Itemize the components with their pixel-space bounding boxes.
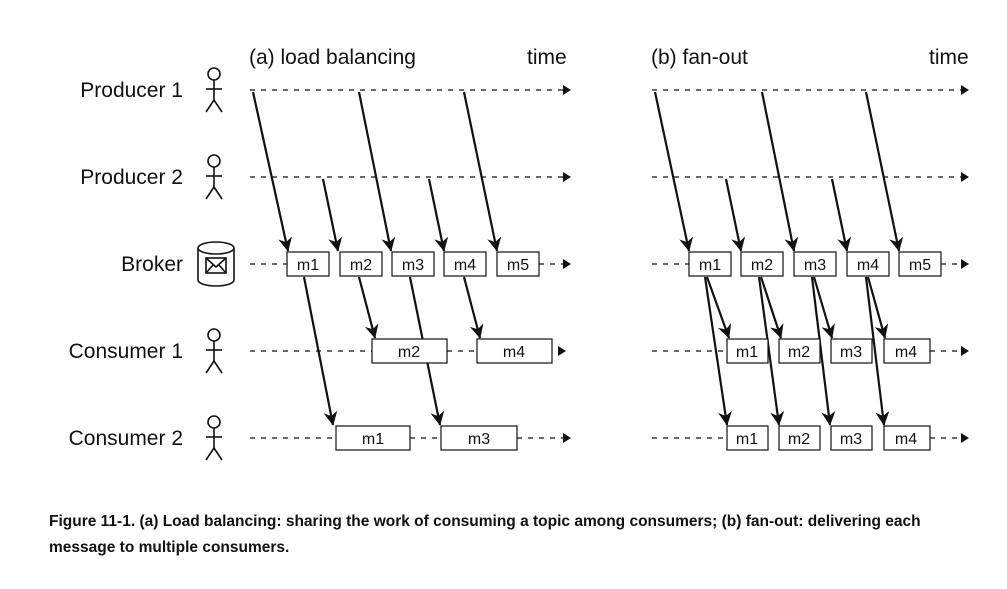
arrow-producer2-to-m4 [427, 178, 449, 252]
timeline-producer-1 [250, 85, 571, 95]
svg-text:m4: m4 [895, 431, 917, 448]
svg-text:m5: m5 [909, 257, 931, 274]
message-box: m4 [443, 251, 487, 277]
panel-b-consumer2-messages: m1 m2 m3 m4 [726, 425, 931, 451]
message-box: m1 [688, 251, 732, 277]
svg-text:m3: m3 [804, 257, 826, 274]
arrow-producer1-to-m5 [462, 91, 502, 252]
arrow-m2-to-consumer2 [757, 276, 785, 426]
panel-b-title: (b) fan-out [651, 46, 748, 69]
message-box: m4 [883, 338, 931, 364]
svg-text:m4: m4 [895, 344, 917, 361]
message-box: m3 [830, 425, 873, 451]
arrow-m3-to-consumer1 [812, 276, 835, 339]
arrow-producer1-to-m5 [864, 91, 904, 252]
stick-figure-icon [205, 154, 223, 200]
message-box: m3 [391, 251, 435, 277]
message-box: m2 [371, 338, 448, 364]
svg-text:m3: m3 [840, 431, 862, 448]
message-box: m3 [830, 338, 873, 364]
timeline-consumer-1 [652, 346, 969, 356]
svg-text:m2: m2 [788, 344, 810, 361]
panel-b: m1 m2 m3 m4 m5 m1 [652, 85, 969, 451]
arrow-producer1-to-m3 [357, 91, 396, 252]
svg-text:m4: m4 [454, 257, 476, 274]
arrow-m1-to-consumer1 [705, 276, 732, 339]
stick-figure-icon [205, 67, 223, 113]
message-box: m1 [726, 338, 769, 364]
arrow-producer2-to-m4 [830, 178, 852, 252]
message-box: m3 [440, 425, 518, 451]
stick-figure-icon [205, 415, 223, 461]
panel-a-consumer1-messages: m2 m4 [371, 338, 553, 364]
arrow-m4-to-consumer1 [866, 276, 889, 339]
panel-a: m1 m2 m3 m4 m5 m2 [250, 85, 571, 451]
arrow-m1-to-consumer2 [302, 276, 338, 426]
timeline-consumer-2 [250, 433, 571, 443]
svg-text:m2: m2 [751, 257, 773, 274]
arrow-m4-to-consumer2 [864, 276, 890, 426]
svg-text:m1: m1 [736, 344, 758, 361]
svg-text:m4: m4 [503, 344, 525, 361]
timeline-broker [652, 259, 969, 269]
message-box: m2 [778, 338, 821, 364]
stick-figure-icon [205, 328, 223, 374]
svg-text:m1: m1 [699, 257, 721, 274]
message-box: m4 [883, 425, 931, 451]
svg-text:m3: m3 [402, 257, 424, 274]
row-label-consumer-2: Consumer 2 [69, 427, 183, 450]
svg-text:m1: m1 [736, 431, 758, 448]
timeline-producer-2 [250, 172, 571, 182]
message-box: m5 [898, 251, 942, 277]
message-box: m4 [846, 251, 890, 277]
message-box: m2 [740, 251, 784, 277]
arrow-producer2-to-m2 [724, 178, 746, 252]
svg-text:m1: m1 [297, 257, 319, 274]
message-box: m3 [793, 251, 837, 277]
arrow-producer1-to-m1 [251, 91, 292, 252]
message-box: m2 [339, 251, 383, 277]
message-box: m1 [726, 425, 769, 451]
svg-text:m2: m2 [350, 257, 372, 274]
arrow-m1-to-consumer2 [703, 276, 732, 426]
timeline-producer-1 [652, 85, 969, 95]
panel-a-title: (a) load balancing [249, 46, 416, 69]
row-label-consumer-1: Consumer 1 [69, 340, 183, 363]
message-box: m4 [476, 338, 553, 364]
timeline-broker [250, 259, 571, 269]
svg-text:m3: m3 [840, 344, 862, 361]
arrow-m2-to-consumer1 [357, 276, 379, 339]
arrow-m2-to-consumer1 [759, 276, 784, 339]
figure-caption: Figure 11-1. (a) Load balancing: sharing… [49, 513, 921, 556]
arrow-producer2-to-m2 [321, 178, 343, 252]
panel-b-consumer1-messages: m1 m2 m3 m4 [726, 338, 931, 364]
row-label-broker: Broker [121, 253, 183, 276]
svg-text:m2: m2 [398, 344, 420, 361]
svg-text:m2: m2 [788, 431, 810, 448]
svg-text:m3: m3 [468, 431, 490, 448]
load-balancing-fanout-diagram: Producer 1 Producer 2 Broker Consumer 1 … [69, 46, 969, 461]
svg-text:m1: m1 [362, 431, 384, 448]
message-box: m2 [778, 425, 821, 451]
arrow-producer1-to-m3 [760, 91, 799, 252]
row-label-producer-2: Producer 2 [80, 166, 183, 189]
arrow-producer1-to-m1 [653, 91, 694, 252]
arrow-m4-to-consumer1 [462, 276, 484, 339]
arrow-m3-to-consumer2 [810, 276, 836, 426]
panel-b-broker-messages: m1 m2 m3 m4 m5 [688, 251, 942, 277]
message-box: m1 [286, 251, 330, 277]
panel-a-time-label: time [527, 46, 567, 69]
row-label-producer-1: Producer 1 [80, 79, 183, 102]
message-box: m5 [496, 251, 540, 277]
panel-a-broker-messages: m1 m2 m3 m4 m5 [286, 251, 540, 277]
timeline-consumer-1 [250, 346, 566, 356]
panel-a-consumer2-messages: m1 m3 [335, 425, 518, 451]
svg-text:m4: m4 [857, 257, 879, 274]
timeline-consumer-2 [652, 433, 969, 443]
svg-text:m5: m5 [507, 257, 529, 274]
message-box: m1 [335, 425, 411, 451]
timeline-producer-2 [652, 172, 969, 182]
panel-b-time-label: time [929, 46, 969, 69]
database-envelope-icon [197, 241, 235, 287]
